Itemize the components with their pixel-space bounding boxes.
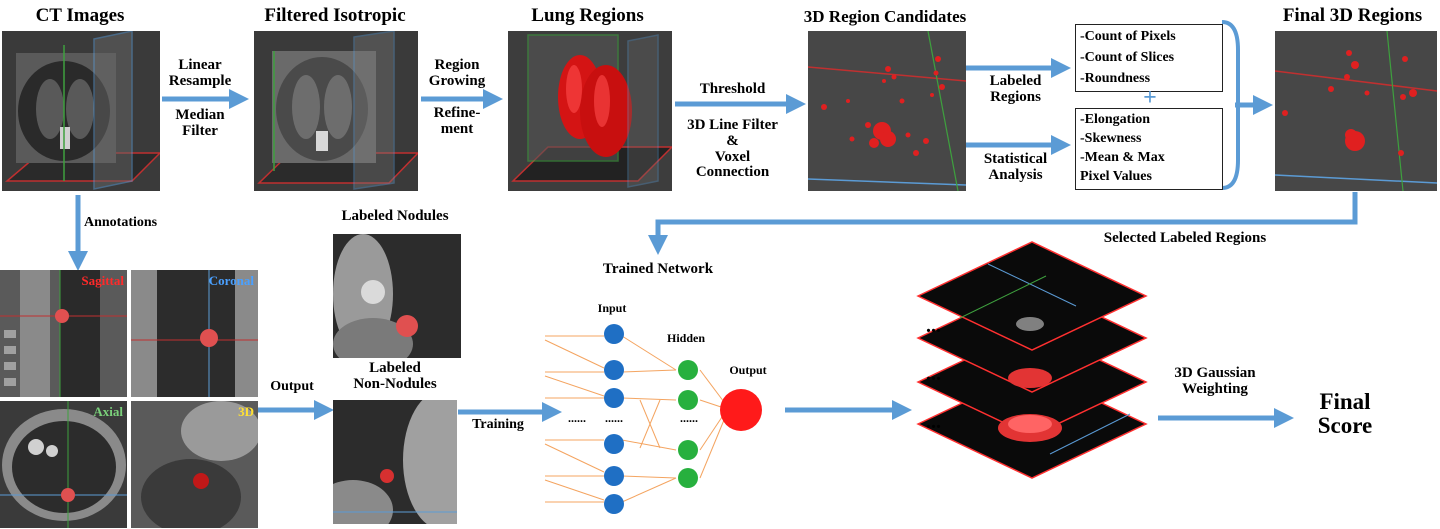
three-d-label: 3D xyxy=(238,404,254,419)
network-input-label: Input xyxy=(597,301,627,315)
lung-regions-title: Lung Regions xyxy=(531,5,644,26)
feature-count-slices: -Count of Slices xyxy=(1080,50,1175,65)
selected-labeled-regions-title: Selected Labeled Regions xyxy=(1103,230,1267,246)
trained-network-title: Trained Network xyxy=(602,261,714,277)
feature-pixel-values: Pixel Values xyxy=(1080,169,1152,184)
feature-elongation: -Elongation xyxy=(1080,112,1151,127)
labeled-non-nodules-image xyxy=(333,400,457,524)
network-input-ellipsis: ...... xyxy=(568,411,586,425)
feature-box-shape: -Count of Pixels -Count of Slices -Round… xyxy=(1075,24,1223,92)
final-regions-title: Final 3D Regions xyxy=(1282,5,1423,26)
lung-regions-image xyxy=(508,31,672,191)
feature-skewness: -Skewness xyxy=(1080,131,1142,146)
coronal-view: Coronal xyxy=(131,270,258,397)
labeled-nodules-title: Labeled Nodules xyxy=(341,208,449,224)
ct-image xyxy=(2,31,160,191)
stack-ellipsis-1: ... xyxy=(926,315,941,337)
step-threshold: Threshold xyxy=(699,81,766,97)
feature-count-pixels: -Count of Pixels xyxy=(1080,29,1176,44)
network-input-ellipsis-2: ...... xyxy=(605,411,623,425)
labeled-nodules-image xyxy=(333,234,461,358)
step-annotations: Annotations xyxy=(84,215,158,230)
feature-plus: + xyxy=(1143,85,1157,111)
feature-box-stats: -Elongation -Skewness -Mean & Max Pixel … xyxy=(1075,108,1223,190)
step-refinement: Refine-ment xyxy=(433,105,481,137)
feature-mean-max: -Mean & Max xyxy=(1080,150,1165,165)
region-candidates-image xyxy=(808,31,966,191)
axial-view: Axial xyxy=(0,401,127,528)
filtered-isotropic-title: Filtered Isotropic xyxy=(264,5,406,26)
filtered-isotropic-image xyxy=(254,31,418,191)
stack-ellipsis-2: ... xyxy=(926,363,941,385)
ct-images-title: CT Images xyxy=(35,5,125,26)
network-output-label: Output xyxy=(729,363,767,377)
sagittal-label: Sagittal xyxy=(81,273,124,288)
arrow-loop-to-network xyxy=(648,192,1358,255)
step-output: Output xyxy=(270,379,314,394)
network-hidden-label: Hidden xyxy=(666,331,705,345)
sagittal-view: Sagittal xyxy=(0,270,127,397)
axial-label: Axial xyxy=(93,404,123,419)
stack-ellipsis-3: ... xyxy=(926,411,941,433)
coronal-label: Coronal xyxy=(208,273,254,288)
region-candidates-title: 3D Region Candidates xyxy=(803,7,967,26)
feature-roundness: -Roundness xyxy=(1080,71,1151,86)
network-hidden-ellipsis: ...... xyxy=(680,411,698,425)
three-d-view: 3D xyxy=(131,401,258,528)
step-training: Training xyxy=(472,417,524,432)
feature-bracket xyxy=(1221,20,1240,190)
final-regions-image xyxy=(1275,31,1437,191)
